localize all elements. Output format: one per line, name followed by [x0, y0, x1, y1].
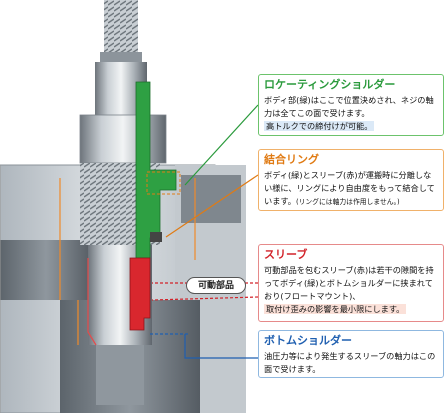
locating-shoulder-text: ボディ部(緑)はここで位置決めされ、ネジの軸力は全てこの面で受けます。 高トルク… — [264, 94, 438, 133]
sleeve-title: スリーブ — [264, 248, 308, 261]
sleeve-line2: 取付け歪みの影響を最小限にします。 — [264, 304, 407, 314]
sleeve-line1: 可動部品を包むスリーブ(赤)は若干の隙間を持ってボディ(緑)とボトムショルダーに… — [264, 265, 434, 301]
locating-shoulder-box: ロケーティングショルダー ボディ部(緑)はここで位置決めされ、ネジの軸力は全てこ… — [258, 74, 444, 136]
bottom-shoulder-text: 油圧力等により発生するスリーブの軸力はこの面で受けます。 — [264, 351, 436, 374]
sleeve-box: スリーブ 可動部品を包むスリーブ(赤)は若干の隙間を持ってボディ(緑)とボトムシ… — [258, 244, 444, 322]
locating-shoulder-line1: ボディ部(緑)はここで位置決めされ、ネジの軸力は全てこの面で受けます。 — [264, 95, 434, 118]
locating-shoulder-title: ロケーティングショルダー — [264, 78, 396, 91]
locating-shoulder-line2: 高トルクでの締付けが可能。 — [264, 121, 375, 131]
hex-body — [79, 114, 167, 164]
upper-port — [181, 175, 241, 223]
bottom-shoulder-box: ボトムショルダー 油圧力等により発生するスリーブの軸力はこの面で受けます。 — [258, 330, 444, 378]
movable-parts-label: 可動部品 — [186, 277, 246, 294]
red-sleeve-section — [129, 257, 151, 331]
coupling-ring — [150, 232, 162, 242]
locating-shoulder-marker — [146, 171, 181, 195]
sleeve-text: 可動部品を包むスリーブ(赤)は若干の隙間を持ってボディ(緑)とボトムショルダーに… — [264, 264, 438, 316]
coupling-ring-title: 結合リング — [264, 153, 319, 166]
coupling-ring-line1: ボディ(緑)とスリーブ(赤)が運搬時に分離しない様に、リングにより自由度をもって… — [264, 170, 435, 206]
orange-bore-outline — [59, 178, 196, 345]
coupling-ring-box: 結合リング ボディ(緑)とスリーブ(赤)が運搬時に分離しない様に、リングにより自… — [258, 149, 444, 211]
bottom-shoulder-title: ボトムショルダー — [264, 334, 352, 347]
coupling-ring-note: (リングには軸力は作用しません。) — [295, 198, 400, 206]
coupling-ring-text: ボディ(緑)とスリーブ(赤)が運搬時に分離しない様に、リングにより自由度をもって… — [264, 169, 438, 209]
red-sleeve-outline — [87, 258, 97, 346]
side-port — [0, 240, 92, 300]
